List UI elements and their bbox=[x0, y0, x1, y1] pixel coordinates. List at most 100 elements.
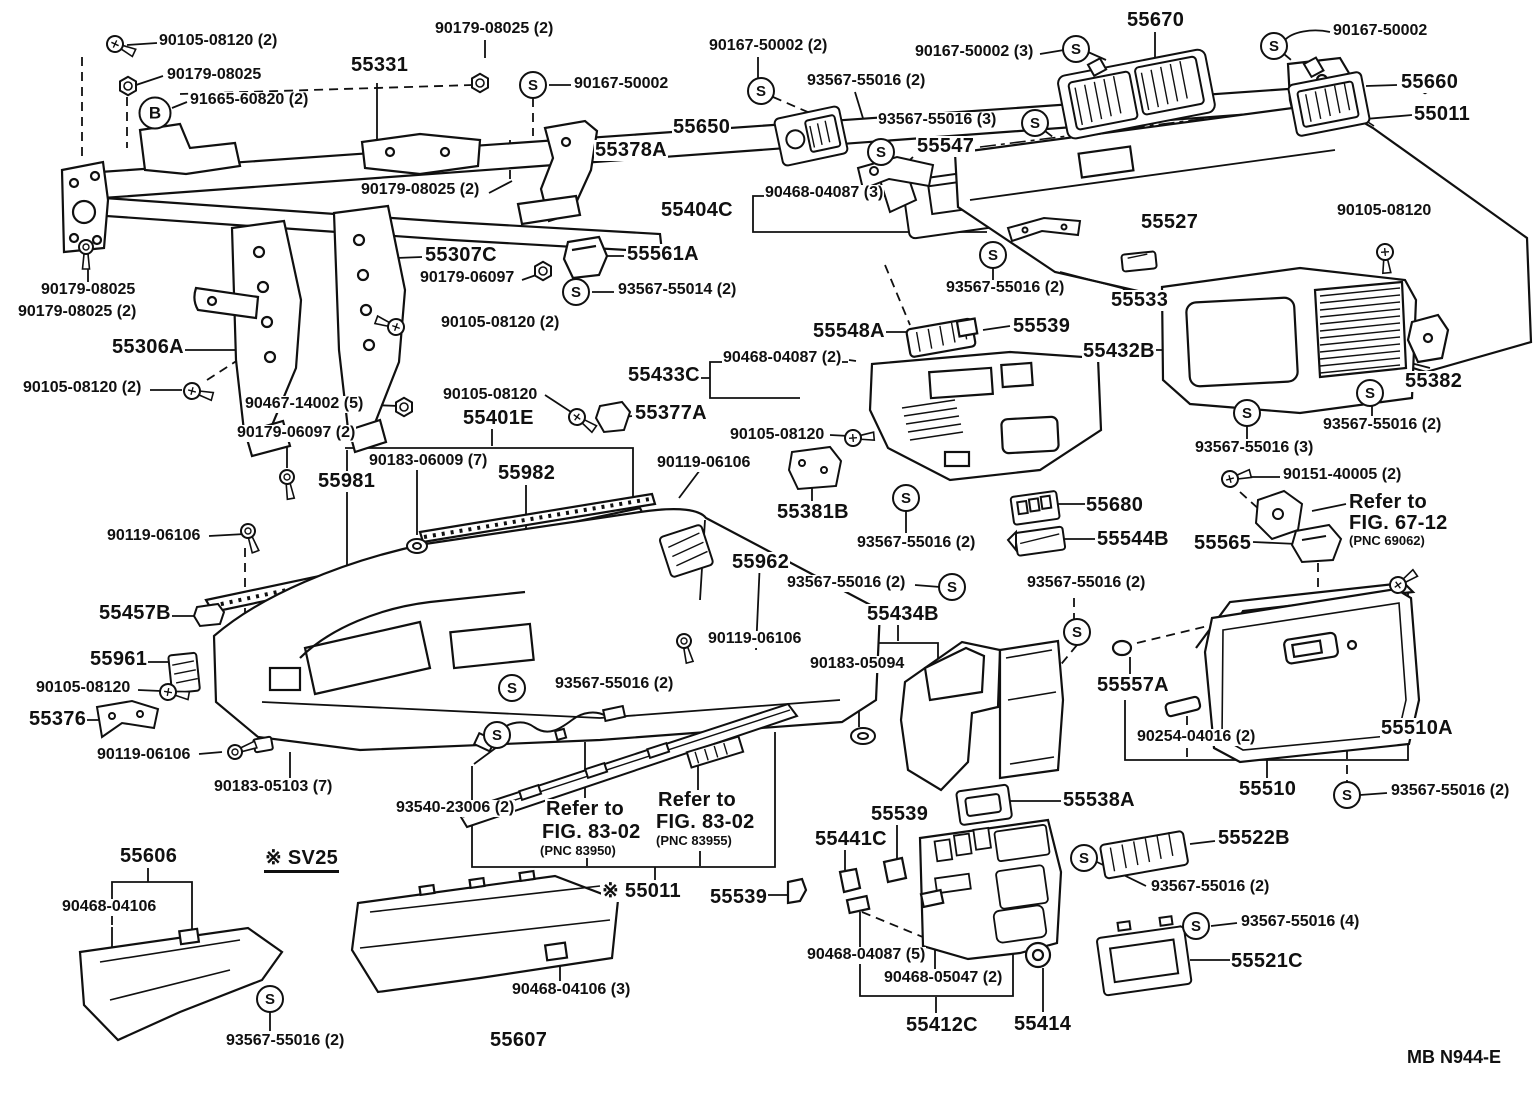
part-number-label: Refer to bbox=[545, 798, 625, 820]
screw-symbol-marker: S bbox=[1233, 399, 1261, 427]
part-number-label: 55401E bbox=[462, 407, 535, 429]
part-number-label: 55382 bbox=[1404, 370, 1464, 392]
screw-symbol-marker: S bbox=[1260, 32, 1288, 60]
part-number-label: 55557A bbox=[1096, 674, 1170, 696]
part-number-label: 55660 bbox=[1400, 71, 1460, 93]
part-number-label: 55561A bbox=[626, 243, 700, 265]
part-number-label: 55432B bbox=[1082, 340, 1156, 362]
part-number-label: 55982 bbox=[497, 462, 557, 484]
part-number-label: 55521C bbox=[1230, 950, 1304, 972]
part-number-label: 55961 bbox=[89, 648, 149, 670]
part-number-label: 90179-06097 (2) bbox=[236, 424, 357, 442]
screw-symbol-marker: S bbox=[892, 484, 920, 512]
cluster-finish-panel-drawing bbox=[1160, 266, 1450, 415]
part-number-label: FIG. 83-02 bbox=[541, 821, 642, 843]
part-number-label: 90167-50002 bbox=[1332, 22, 1429, 40]
part-number-label: 55670 bbox=[1126, 9, 1186, 31]
part-number-label: 90183-06009 (7) bbox=[368, 452, 489, 470]
part-number-label: 93567-55016 (2) bbox=[1026, 574, 1147, 592]
part-number-label: 90105-08120 bbox=[1336, 202, 1433, 220]
part-number-label: 55680 bbox=[1085, 494, 1145, 516]
part-number-label: 93567-55016 (2) bbox=[1390, 782, 1511, 800]
part-number-label: 90468-04087 (3) bbox=[764, 184, 885, 202]
part-number-label: 55404C bbox=[660, 199, 734, 221]
part-number-label: 90183-05094 bbox=[809, 655, 906, 673]
part-number-label: 55011 bbox=[1413, 103, 1472, 125]
part-number-label: 55376 bbox=[28, 708, 88, 730]
part-number-label: 55565 bbox=[1193, 532, 1253, 554]
screw-symbol-marker: S bbox=[747, 77, 775, 105]
part-number-label: 90119-06106 bbox=[656, 454, 752, 472]
part-number-label: 55412C bbox=[905, 1014, 979, 1036]
bolt-symbol-marker: B bbox=[138, 96, 172, 130]
part-number-label: 90167-50002 (2) bbox=[708, 37, 829, 55]
bottom-right-parts bbox=[955, 783, 1193, 997]
part-number-label: FIG. 83-02 bbox=[655, 811, 756, 833]
part-number-label: 55539 bbox=[870, 803, 930, 825]
part-number-label: 55433C bbox=[627, 364, 701, 386]
part-number-label: 55441C bbox=[814, 828, 888, 850]
part-number-label: 93567-55016 (2) bbox=[856, 534, 977, 552]
part-number-label: 93567-55016 (2) bbox=[786, 574, 907, 592]
screw-symbol-marker: S bbox=[1070, 844, 1098, 872]
part-number-label: 90468-04087 (5) bbox=[806, 946, 927, 964]
screw-symbol-marker: S bbox=[562, 278, 590, 306]
part-number-label: 55606 bbox=[119, 845, 179, 867]
part-number-label: 93540-23006 (2) bbox=[395, 799, 516, 817]
part-number-label: 93567-55014 (2) bbox=[617, 281, 738, 299]
part-number-label: 90119-06106 bbox=[106, 527, 202, 545]
part-number-label: FIG. 67-12 bbox=[1348, 512, 1449, 534]
center-register-55670 bbox=[1057, 48, 1216, 140]
part-number-label: 90468-05047 (2) bbox=[883, 969, 1004, 987]
part-number-label: 90105-08120 (2) bbox=[158, 32, 279, 50]
screw-symbol-marker: S bbox=[483, 721, 511, 749]
part-number-label: 90167-50002 (3) bbox=[914, 43, 1035, 61]
screw-symbol-marker: S bbox=[1356, 379, 1384, 407]
part-number-label: 55457B bbox=[98, 602, 172, 624]
heater-mount-drawing bbox=[899, 639, 1065, 792]
part-number-label: 90467-14002 (5) bbox=[244, 395, 365, 413]
screw-symbol-marker: S bbox=[1021, 109, 1049, 137]
part-number-label: 55378A bbox=[594, 139, 668, 161]
under-cover-drawing bbox=[78, 869, 620, 1042]
part-number-label: 90105-08120 (2) bbox=[440, 314, 561, 332]
part-number-label: Refer to bbox=[1348, 491, 1428, 513]
part-number-label: 55522B bbox=[1217, 827, 1291, 849]
part-number-label: 90105-08120 bbox=[729, 426, 826, 444]
part-number-label: 55306A bbox=[111, 336, 185, 358]
part-number-label: 55538A bbox=[1062, 789, 1136, 811]
part-number-label: 91665-60820 (2) bbox=[189, 91, 310, 109]
screw-symbol-marker: S bbox=[519, 71, 547, 99]
part-number-label: 55510 bbox=[1238, 778, 1298, 800]
screw-symbol-marker: S bbox=[938, 573, 966, 601]
screw-symbol-marker: S bbox=[256, 985, 284, 1013]
part-number-label: (PNC 69062) bbox=[1348, 533, 1426, 548]
part-number-label: 93567-55016 (2) bbox=[1150, 878, 1271, 896]
part-number-label: 93567-55016 (3) bbox=[877, 111, 998, 129]
part-number-label: 90183-05103 (7) bbox=[213, 778, 334, 796]
part-number-label: 90468-04106 (3) bbox=[511, 981, 632, 999]
screw-symbol-marker: S bbox=[1063, 618, 1091, 646]
reinforcement-crossbar-drawing bbox=[60, 56, 1364, 458]
part-number-label: ※ 55011 bbox=[601, 880, 682, 902]
part-number-label: 93567-55016 (2) bbox=[945, 279, 1066, 297]
lower-trim-strip-drawing bbox=[456, 702, 799, 829]
part-number-label: 55307C bbox=[424, 244, 498, 266]
part-number-label: 90151-40005 (2) bbox=[1282, 466, 1403, 484]
part-number-label: 55962 bbox=[731, 551, 791, 573]
part-number-label: 93567-55016 (4) bbox=[1240, 913, 1361, 931]
screw-symbol-marker: S bbox=[867, 138, 895, 166]
part-number-label: 90119-06106 bbox=[707, 630, 803, 648]
part-number-label: 55539 bbox=[1012, 315, 1072, 337]
part-number-label: 55381B bbox=[776, 501, 850, 523]
part-number-label: 90254-04016 (2) bbox=[1136, 728, 1257, 746]
part-number-label: 93567-55016 (2) bbox=[1322, 416, 1443, 434]
screw-symbol-marker: S bbox=[1333, 781, 1361, 809]
part-number-label: 90468-04087 (2) bbox=[722, 349, 843, 367]
part-number-label: 93567-55016 (2) bbox=[806, 72, 927, 90]
part-number-label: 55527 bbox=[1140, 211, 1200, 233]
part-number-label: 55377A bbox=[634, 402, 708, 424]
part-number-label: 55533 bbox=[1110, 289, 1170, 311]
